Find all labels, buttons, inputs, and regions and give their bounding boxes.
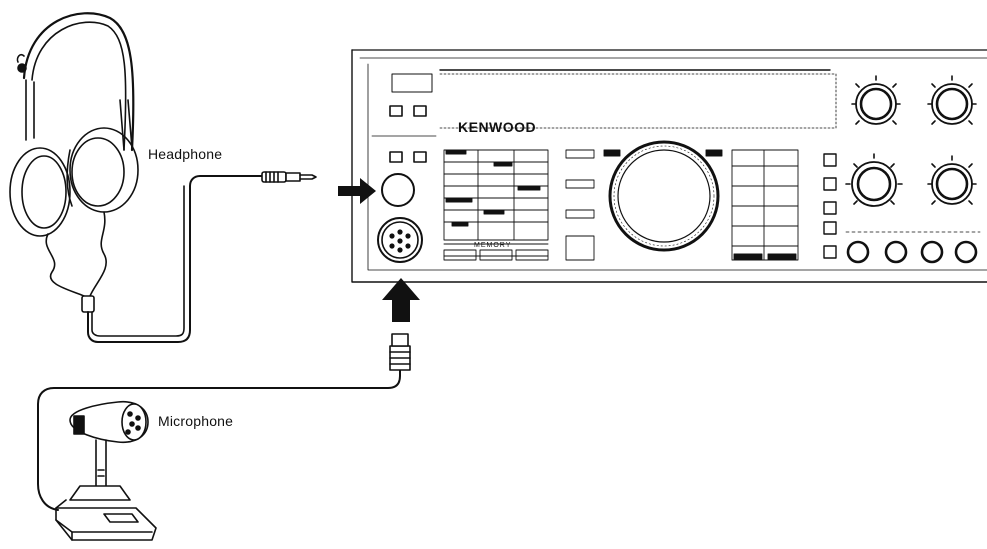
- arrow-to-mic-socket: [382, 278, 420, 322]
- function-keys: [731, 149, 799, 261]
- headphone-plug: [261, 171, 317, 183]
- transceiver-panel: [351, 49, 987, 283]
- keypad-block: [443, 149, 549, 261]
- headphone-cable: [87, 175, 263, 343]
- microphone-illustration: [55, 400, 157, 541]
- headphone-illustration: [9, 12, 139, 313]
- headphone-label: Headphone: [148, 146, 223, 162]
- microphone-cable: [37, 369, 401, 511]
- memory-label: MEMORY: [474, 242, 511, 249]
- microphone-label: Microphone: [158, 413, 234, 429]
- control-knobs: [845, 75, 981, 264]
- side-buttons: [823, 153, 837, 259]
- brand-logo: KENWOOD: [458, 119, 536, 135]
- tuning-dial: [608, 140, 720, 252]
- arrow-to-phone-jack: [338, 178, 376, 204]
- microphone-connector: [389, 333, 411, 371]
